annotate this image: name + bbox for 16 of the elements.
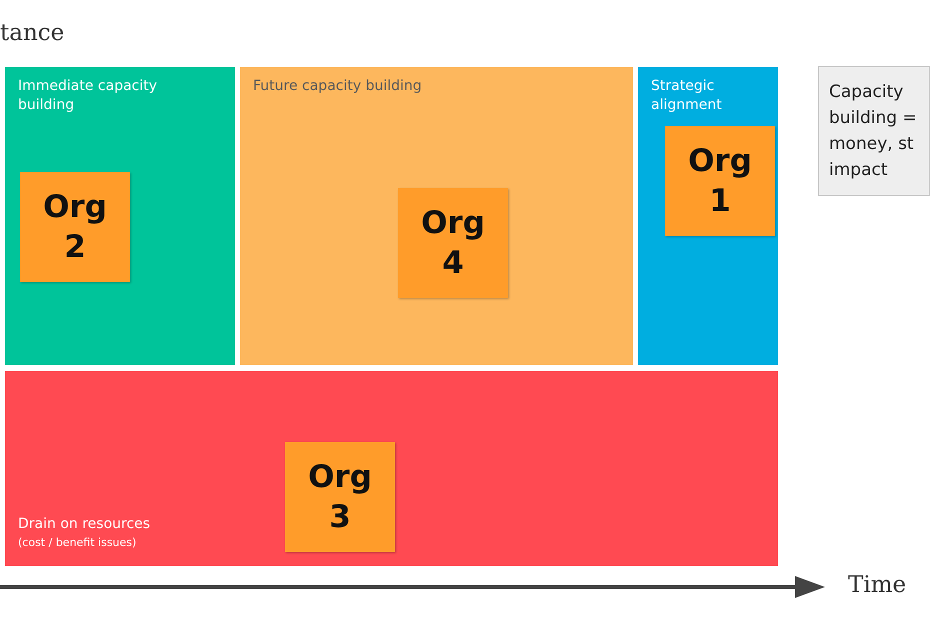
sticky-note: Org 2 — [20, 172, 130, 282]
zone-title: Drain on resources — [18, 515, 152, 534]
note-box: Capacity building = money, st impact — [818, 66, 930, 196]
zone-title: Future capacity building — [253, 77, 423, 96]
zone-panel — [5, 371, 778, 566]
sticky-note: Org 1 — [665, 126, 775, 236]
sticky-note: Org 3 — [285, 442, 395, 552]
zone-title: Immediate capacity building — [18, 77, 158, 115]
zone-subtitle: (cost / benefit issues) — [18, 535, 138, 551]
sticky-note: Org 4 — [398, 188, 508, 298]
zone-panel — [638, 67, 778, 365]
zone-panel — [240, 67, 633, 365]
zone-panel — [5, 67, 235, 365]
axis-label: tance — [0, 20, 64, 46]
zone-title: Strategic alignment — [651, 77, 723, 115]
axis-label: Time — [848, 572, 906, 598]
